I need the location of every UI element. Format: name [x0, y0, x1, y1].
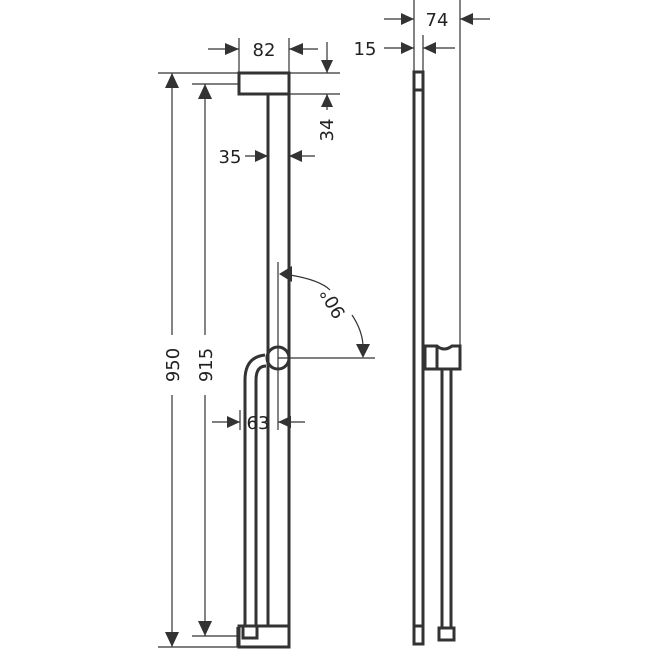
dim-34: 34	[289, 42, 340, 141]
dim-82: 82	[208, 38, 318, 73]
dim-90-degrees: 90°	[278, 266, 375, 359]
side-view	[412, 70, 462, 646]
dim-label-950: 950	[163, 348, 184, 382]
hose-connector	[241, 624, 259, 640]
dim-label-74: 74	[426, 10, 449, 31]
side-rail	[412, 70, 425, 646]
front-view	[236, 71, 291, 649]
dim-74: 74	[384, 0, 490, 346]
dim-label-915: 915	[196, 348, 217, 382]
dim-label-90: 90°	[316, 284, 350, 322]
dim-63: 63	[212, 410, 305, 434]
dim-950: 950	[158, 72, 239, 648]
dim-label-35: 35	[219, 147, 242, 168]
dim-35: 35	[219, 147, 315, 168]
dim-label-63: 63	[247, 413, 270, 434]
dim-label-82: 82	[253, 40, 276, 61]
dim-label-34: 34	[317, 119, 338, 142]
side-hose-end	[437, 626, 456, 642]
dim-label-15: 15	[354, 39, 377, 60]
dim-915: 915	[192, 83, 239, 637]
dim-15: 15	[354, 35, 455, 72]
hose-outer	[243, 353, 266, 627]
side-slider	[423, 344, 462, 371]
hose-inner	[254, 364, 267, 627]
top-mount	[237, 71, 291, 96]
